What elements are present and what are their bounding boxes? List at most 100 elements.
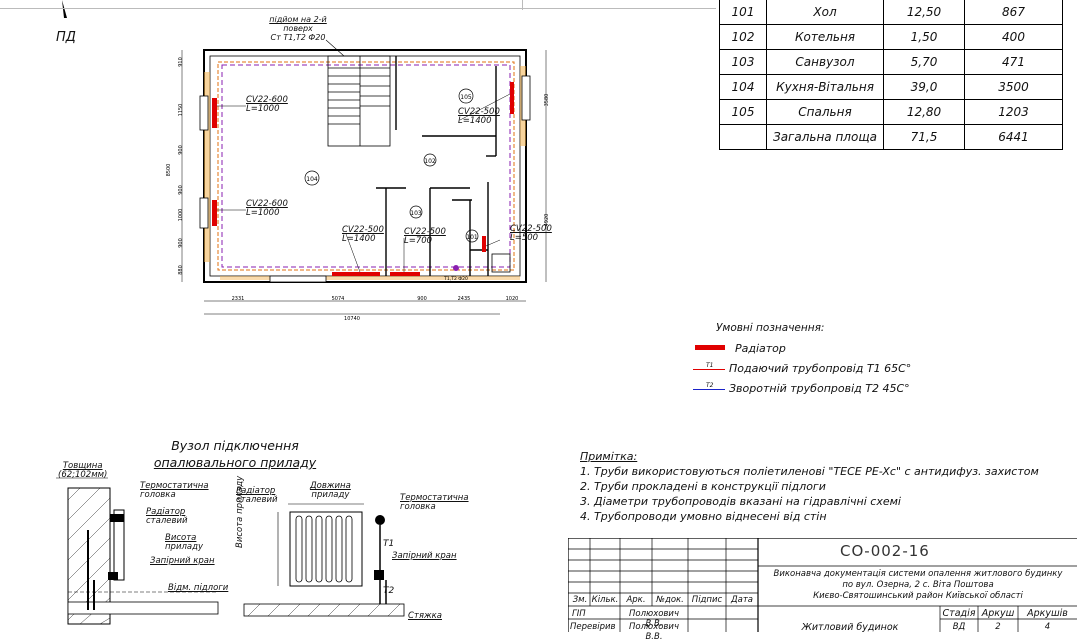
thermo-head-label-2: Термостатична головка	[400, 494, 469, 512]
title-block-grid	[568, 538, 1077, 632]
radiator-model: CV22-600	[246, 199, 288, 209]
sheet-border-mid	[522, 0, 523, 10]
legend-return-tag: T2	[706, 382, 714, 389]
legend-radiator-symbol	[695, 345, 725, 350]
svg-text:T1,T2 Ф20: T1,T2 Ф20	[443, 276, 468, 282]
radiator-steel-label-1: Радіатор	[146, 507, 186, 517]
table-cell: 104	[719, 74, 767, 100]
desc-line-2: по вул. Озерна, 2 с. Віта Поштова	[842, 580, 994, 590]
valve-left	[108, 572, 118, 580]
table-cell: Загальна площа	[766, 124, 884, 150]
desc-line-3: Києво-Святошинський район Київської обла…	[813, 591, 1023, 601]
riser-note-2: поверх	[283, 24, 313, 33]
tb-sheet-value: 2	[995, 622, 1001, 632]
radiator-left-2	[212, 200, 217, 226]
floor-mark-label: Відм. підлоги	[168, 583, 229, 593]
table-cell: Спальня	[766, 99, 884, 125]
table-row: 105 Спальня 12,80 1203	[719, 99, 1063, 125]
radiator-model: CV22-500	[342, 225, 384, 235]
detail-title-line2: опалювального приладу	[153, 455, 317, 470]
slab-hatch	[247, 603, 401, 617]
tb-name-gip: Полюхович В.В.	[629, 609, 679, 629]
thermo-head2-2: головка	[400, 502, 436, 512]
svg-text:5074: 5074	[332, 296, 345, 302]
note-item: 2. Труби прокладені в конструкції підлог…	[580, 480, 826, 493]
radiator-length: L=1000	[246, 208, 280, 218]
drawing-description: Виконавча документація системи опалення …	[760, 569, 1076, 602]
radiator-steel-label: Радіатор сталевий	[146, 508, 188, 526]
note-item: 1. Труби використовуються поліетиленові …	[580, 465, 1039, 478]
svg-text:10740: 10740	[344, 316, 360, 322]
device-height-label-2: приладу	[165, 542, 204, 552]
thermo-head-label-1: Термостатична	[140, 481, 209, 491]
pipe-right	[379, 525, 387, 610]
tb-role-gip: ГІП	[572, 609, 586, 619]
tb-sheets-header: Аркушів	[1027, 608, 1068, 619]
table-row: 103 Санвузол 5,70 471	[719, 49, 1063, 75]
radiator-model: CV22-500	[458, 107, 500, 117]
table-cell: Хол	[766, 0, 884, 25]
tb-header-pidpys: Підпис	[691, 595, 723, 605]
thickness-label: Товщина (62;102мм)	[58, 462, 107, 480]
table-cell: 867	[964, 0, 1063, 25]
north-arrow-icon	[62, 0, 67, 18]
radiator-steel2-1: Радіатор	[236, 486, 276, 496]
legend-radiator-label: Радіатор	[735, 342, 786, 355]
insulation-left	[204, 72, 210, 262]
radiator-label-6: CV22-500 L=500	[510, 225, 552, 243]
device-height-vertical: Висота приладу	[235, 475, 245, 548]
legend-supply-symbol	[693, 369, 725, 370]
svg-text:105: 105	[460, 94, 472, 101]
window-bottom-1	[269, 275, 327, 283]
svg-text:101: 101	[466, 234, 478, 241]
corner-label: ПД	[56, 30, 76, 45]
radiator-model: CV22-500	[404, 227, 446, 237]
table-cell: Санвузол	[766, 49, 884, 75]
svg-text:900: 900	[178, 145, 184, 155]
radiator-side	[113, 509, 125, 581]
table-cell: 12,50	[883, 0, 965, 25]
radiator-model: CV22-600	[246, 95, 288, 105]
table-cell: 12,80	[883, 99, 965, 125]
svg-text:3580: 3580	[544, 94, 550, 107]
interior-walls	[376, 56, 497, 276]
outer-wall	[203, 49, 527, 283]
radiator-length: L=1400	[342, 234, 376, 244]
room-table: 101 Хол 12,50 867 102 Котельня 1,50 400 …	[719, 0, 1063, 150]
legend-return-label: Зворотній трубопровід T2 45C°	[729, 382, 910, 395]
valve-right	[374, 570, 384, 580]
shutoff-label-2: Запірний кран	[392, 551, 457, 561]
t1-label: T1	[383, 539, 395, 549]
note-item: 3. Діаметри трубопроводів вказані на гід…	[580, 495, 901, 508]
notes: Примітка: 1. Труби використовуються полі…	[580, 449, 1039, 524]
thermo-valve-right	[375, 515, 385, 525]
radiator-label-3: CV22-500 L=1400	[458, 108, 500, 126]
window-right-1	[521, 75, 531, 121]
device-length-1: Довжина	[310, 481, 351, 491]
table-cell	[719, 124, 767, 150]
window-left-1	[199, 95, 209, 131]
tb-sheet-title: Житловий будинок	[801, 622, 899, 633]
table-cell: 39,0	[883, 74, 965, 100]
svg-text:1000: 1000	[178, 209, 184, 222]
insulation-bottom	[220, 276, 520, 280]
radiator-left-1	[212, 98, 217, 128]
tb-stage-header: Стадія	[942, 608, 976, 619]
table-cell: 400	[964, 24, 1063, 50]
drawing-code: СО-002-16	[840, 542, 930, 560]
svg-text:1020: 1020	[506, 296, 519, 302]
table-cell: 71,5	[883, 124, 965, 150]
riser-note-1: підйом на 2-й	[269, 15, 327, 24]
riser-mark: T1,T2 Ф20	[443, 276, 468, 282]
table-cell: 6441	[964, 124, 1063, 150]
radiator-label-4: CV22-500 L=1400	[342, 226, 384, 244]
svg-text:103: 103	[410, 210, 422, 217]
device-height-label: Висота приладу	[165, 534, 203, 552]
notes-title: Примітка:	[580, 450, 638, 463]
table-cell: 3500	[964, 74, 1063, 100]
boiler-box	[491, 253, 511, 273]
table-cell: 105	[719, 99, 767, 125]
legend-supply-label: Подаючий трубопровід T1 65C°	[729, 362, 912, 375]
detail-title: Вузол підключення опалювального приладу	[150, 437, 320, 471]
svg-text:880: 880	[178, 265, 184, 275]
